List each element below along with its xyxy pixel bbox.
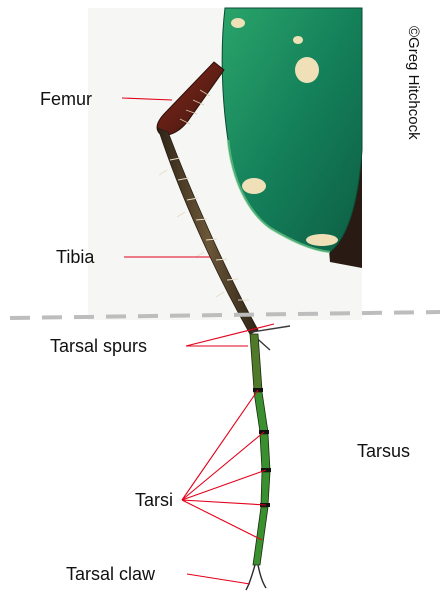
- tarsal-claw-shape: [246, 565, 266, 590]
- label-femur: Femur: [40, 89, 92, 109]
- label-tarsal-spurs: Tarsal spurs: [50, 336, 147, 356]
- tarsal-claw-leader: [187, 574, 250, 584]
- label-tarsal-claw: Tarsal claw: [66, 564, 156, 584]
- elytra-spot: [293, 36, 303, 44]
- tarsi-leaders: [182, 390, 266, 540]
- label-tarsi: Tarsi: [135, 490, 173, 510]
- elytra-spot: [242, 178, 266, 194]
- tarsus-segments: [250, 334, 271, 565]
- photo-credit: ©Greg Hitchcock: [405, 26, 422, 140]
- label-tibia: Tibia: [56, 247, 95, 267]
- elytra-spot: [295, 57, 319, 83]
- label-tarsus: Tarsus: [357, 441, 410, 461]
- elytra-spot: [306, 234, 338, 246]
- elytra-spot: [231, 18, 245, 28]
